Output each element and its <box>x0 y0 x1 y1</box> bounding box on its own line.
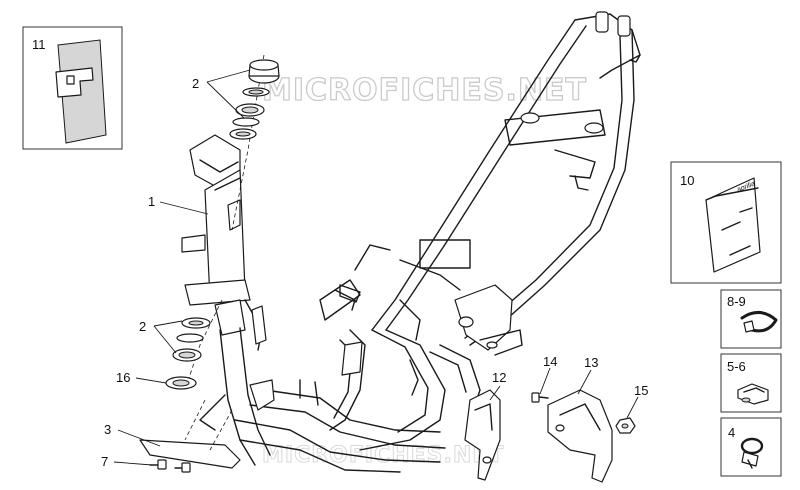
callout-2-bottom: 2 <box>139 319 146 334</box>
screw-icon <box>531 392 549 403</box>
steering-head-tube <box>181 134 275 466</box>
box-5-6: 5-6 <box>720 353 782 413</box>
callout-16: 16 <box>116 370 130 385</box>
box-8-9: 8-9 <box>720 289 782 349</box>
bracket-plate <box>139 399 241 469</box>
callout-13: 13 <box>584 355 598 370</box>
bolt-icon <box>149 459 191 473</box>
clamp-icon <box>740 311 778 333</box>
frame-icon <box>234 11 641 473</box>
side-cover-left <box>464 389 501 481</box>
adhesive-pad-icon <box>55 39 107 144</box>
document-bag-icon: aprilia <box>705 177 761 273</box>
callout-1: 1 <box>148 194 155 209</box>
callout-14: 14 <box>543 354 557 369</box>
box-4: 4 <box>720 417 782 477</box>
callout-12: 12 <box>492 370 506 385</box>
clip-icon <box>737 383 769 405</box>
callout-2-top: 2 <box>192 76 199 91</box>
callout-15: 15 <box>634 383 648 398</box>
callout-11: 11 <box>32 37 46 52</box>
nut-icon <box>615 417 636 434</box>
callout-10: 10 <box>680 173 694 188</box>
watermark-top: MICROFICHES.NET <box>262 73 587 108</box>
side-cover-right <box>547 389 613 483</box>
callout-8-9: 8-9 <box>727 294 746 309</box>
box-10: 10 aprilia <box>670 161 782 284</box>
callout-5-6: 5-6 <box>727 359 746 374</box>
callout-3: 3 <box>104 422 111 437</box>
lower-bearing-set <box>165 299 223 391</box>
band-clip-icon <box>740 437 764 469</box>
watermark-bottom: MICROFICHES.NET <box>262 443 504 468</box>
callout-4: 4 <box>728 425 735 440</box>
callout-7: 7 <box>101 454 108 469</box>
box-11: 11 <box>22 26 123 150</box>
